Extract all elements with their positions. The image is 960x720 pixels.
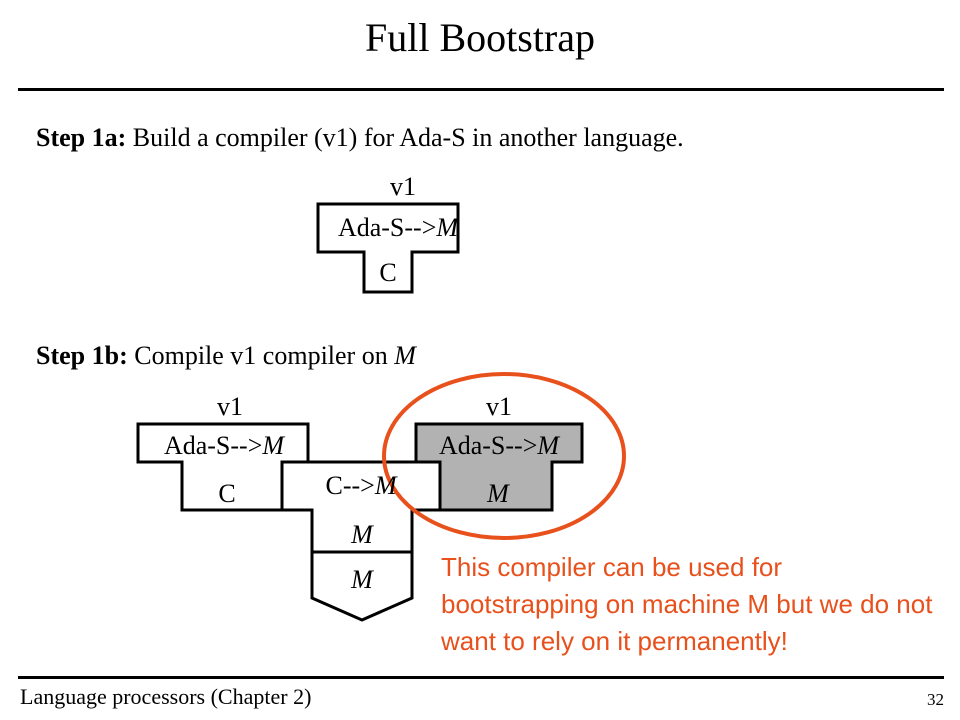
bootstrap-note: This compiler can be used for bootstrapp… <box>441 552 933 656</box>
step-1b-translator-source: C--> <box>325 471 375 500</box>
step-1b-translator-target: M <box>374 471 397 500</box>
step-1b-machine-label: M <box>351 565 373 594</box>
step-1b-output-compiler-label: Ada-S-->M <box>416 431 582 461</box>
step-1b-input-impl-lang: C <box>218 479 236 508</box>
title-divider <box>18 88 944 91</box>
slide-title: Full Bootstrap <box>364 15 596 60</box>
step-1b-input-source-lang: Ada-S--> <box>163 431 263 460</box>
step-1b-text: Step 1b: Compile v1 compiler on M <box>36 340 416 372</box>
highlight-circle <box>382 372 626 540</box>
step-1b-machine-shape <box>310 550 414 622</box>
step-1a-tombstone <box>316 202 460 294</box>
step-1b-output-target-lang: M <box>537 431 560 460</box>
step-1b-input-target-lang: M <box>262 431 285 460</box>
step-1a-version-label: v1 <box>390 172 416 201</box>
step-1b-input-version: v1 <box>217 392 243 421</box>
step-1a-compiler-label: Ada-S-->M <box>318 213 478 243</box>
page-number: 32 <box>927 690 944 709</box>
step-1b-description: Compile v1 compiler on <box>127 341 395 370</box>
step-1b-translator-label: C-->M <box>296 471 426 501</box>
step-1b-translator-impl: M <box>351 520 373 549</box>
step-1a-description: Build a compiler (v1) for Ada-S in anoth… <box>126 123 684 152</box>
step-1a-impl-lang: C <box>379 258 397 287</box>
step-1a-text: Step 1a: Build a compiler (v1) for Ada-S… <box>36 122 684 154</box>
step-1a-label: Step 1a: <box>36 123 127 152</box>
step-1b-output-source-lang: Ada-S--> <box>438 431 538 460</box>
step-1b-machine: M <box>394 341 416 370</box>
step-1a-source-lang: Ada-S--> <box>337 213 437 242</box>
step-1a-target-lang: M <box>436 213 459 242</box>
footer-course-title: Language processors (Chapter 2) <box>20 684 312 709</box>
step-1b-output-impl-lang: M <box>487 479 509 508</box>
step-1b-label: Step 1b: <box>36 341 128 370</box>
step-1b-output-version: v1 <box>486 392 512 421</box>
step-1b-input-compiler-label: Ada-S-->M <box>140 431 308 461</box>
footer-divider <box>18 676 944 679</box>
